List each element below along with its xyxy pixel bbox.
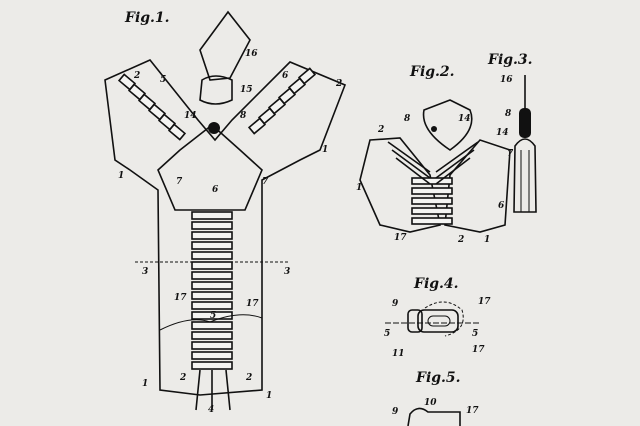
figure-4: Fig.4. 9 17 5 5 11 17 [384,276,491,359]
zipper-tape-outline [104,59,347,396]
label: 5 [160,75,166,85]
label: 14 [458,114,471,124]
label: 14 [184,111,197,121]
label: 17 [246,299,259,309]
label: 2 [245,373,252,383]
right-teeth [247,67,317,135]
label: 17 [472,345,485,355]
label: 6 [282,71,289,81]
slider-body [157,123,263,211]
label: 11 [392,349,405,359]
label: 2 [377,125,384,135]
label: 8 [240,111,247,121]
label: 7 [507,149,514,159]
label: 4 [208,405,214,415]
label: 3 [142,267,148,277]
label: 10 [424,398,437,408]
slider-pin [208,122,220,134]
fig1-title: Fig.1. [124,10,170,26]
label: 16 [245,49,258,59]
fig3-title: Fig.3. [487,52,533,68]
pull-ring [199,75,233,105]
label: 2 [133,71,140,81]
label: 16 [500,75,513,85]
label: 1 [484,235,490,245]
label: 6 [498,201,505,211]
label: 7 [176,177,183,187]
label: 8 [404,114,411,124]
meshed-teeth [191,211,233,411]
label: 1 [356,183,362,193]
left-teeth [117,73,187,141]
label: 17 [174,293,187,303]
label: 5 [210,311,216,321]
label: 5 [472,329,478,339]
label: 15 [240,85,253,95]
fig2-teeth [387,141,479,225]
label: 17 [394,233,407,243]
label: 9 [392,407,399,417]
label: 5 [384,329,390,339]
label: 7 [262,177,269,187]
label: 8 [505,109,512,119]
figure-5: Fig.5. 9 10 17 [392,370,479,426]
label: 1 [142,379,148,389]
label: 2 [457,235,464,245]
label: 1 [322,145,328,155]
label: 17 [466,406,479,416]
label: 14 [496,128,509,138]
pull-tab [199,10,251,81]
fig5-title: Fig.5. [415,370,461,386]
fig2-title: Fig.2. [409,64,455,80]
label: 9 [392,299,399,309]
break-line [159,314,263,331]
label: 6 [212,185,219,195]
figure-2: Fig.2. 8 14 2 1 17 2 1 [356,64,511,245]
label: 2 [179,373,186,383]
figure-3: Fig.3. 16 8 14 7 6 [487,52,537,213]
label: 1 [266,391,272,401]
figure-1: Fig.1. [104,10,347,415]
fig4-title: Fig.4. [413,276,459,292]
label: 3 [284,267,290,277]
label: 2 [335,79,342,89]
label: 1 [118,171,124,181]
label: 17 [478,297,491,307]
